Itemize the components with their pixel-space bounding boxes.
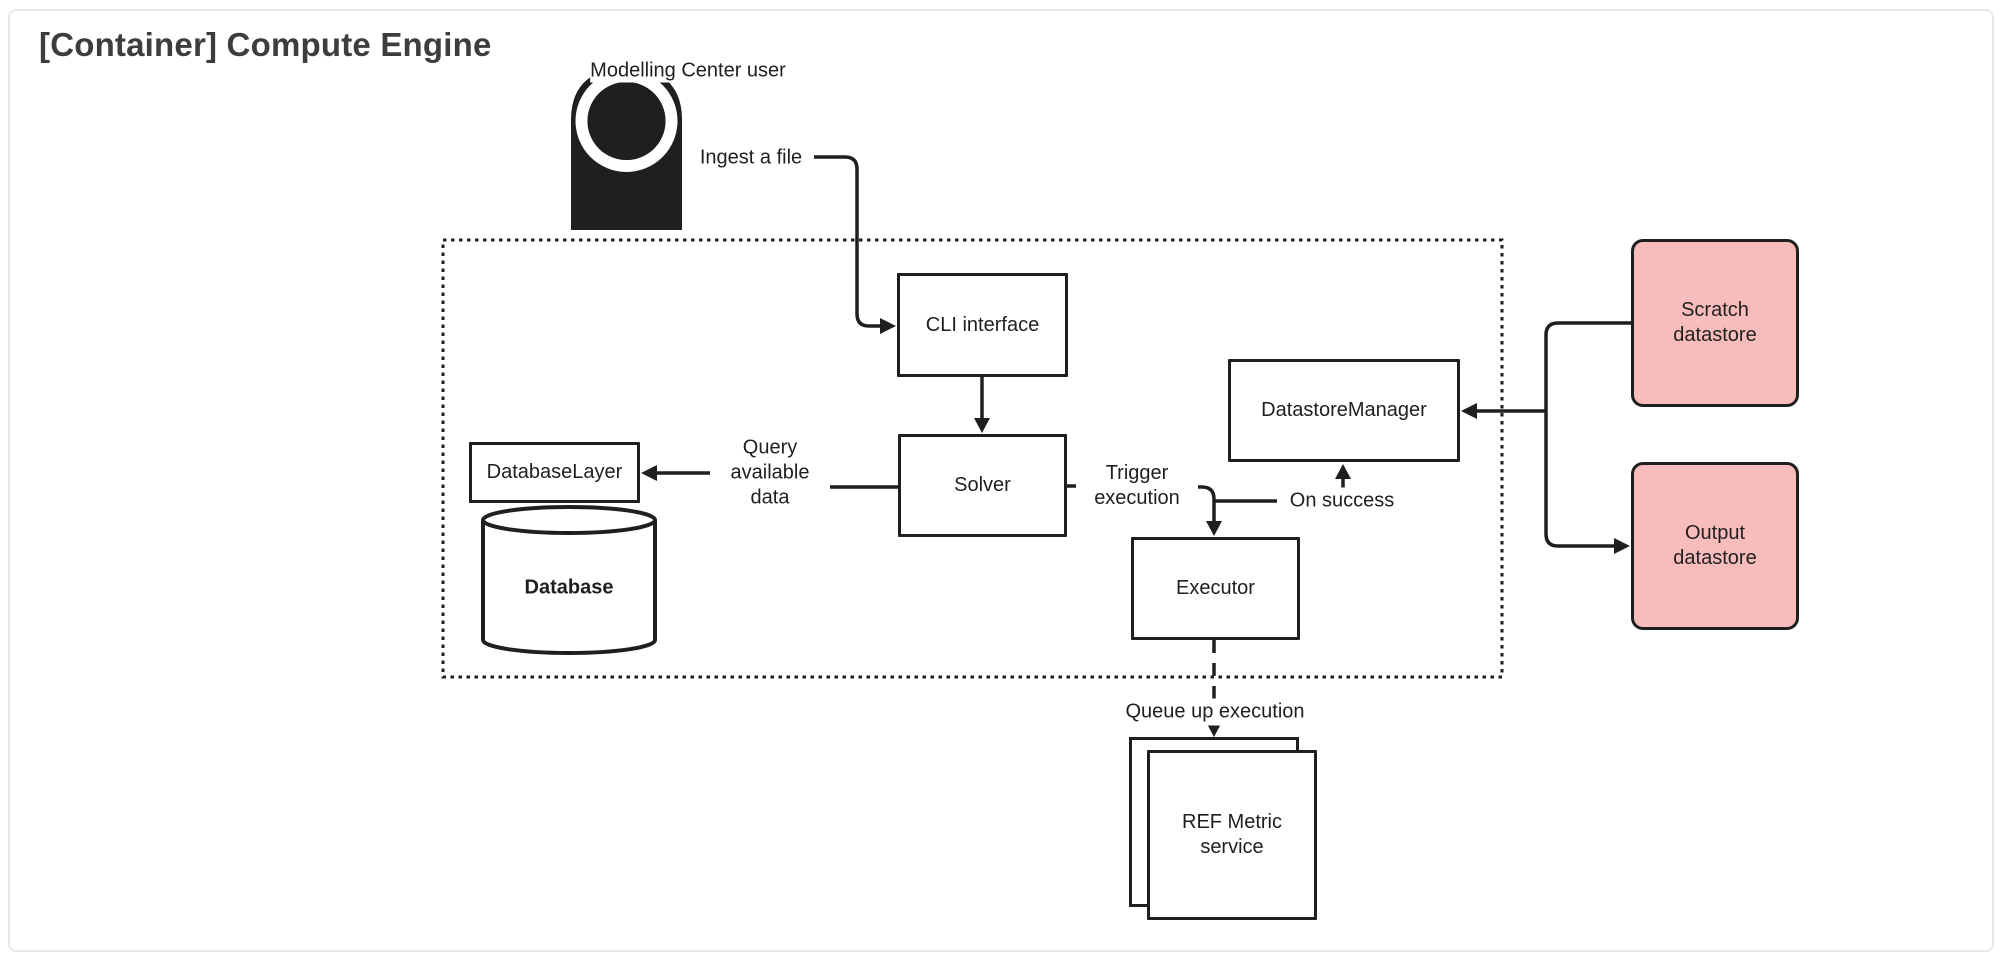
diagram-title: [Container] Compute Engine (39, 26, 492, 63)
edge-query-label: Query available data (710, 434, 830, 512)
node-database-label: Database (524, 576, 614, 599)
node-ref-metric-service: REF Metric service (1147, 750, 1317, 920)
node-output-datastore-label: Output datastore (1673, 522, 1757, 569)
arrowhead-into-solver (974, 418, 990, 433)
edge-on-success-label: On success (1284, 487, 1400, 515)
edge-ingest-file-label: Ingest a file (694, 144, 808, 172)
node-solver-label: Solver (954, 474, 1011, 496)
edge-queue-label: Queue up execution (1120, 698, 1310, 726)
node-database-layer: DatabaseLayer (469, 442, 640, 503)
arrowhead-into-ref-metric (1206, 722, 1222, 737)
node-datastore-manager-label: DatastoreManager (1261, 399, 1427, 421)
node-executor-label: Executor (1176, 577, 1255, 599)
node-solver: Solver (898, 434, 1067, 537)
arrowhead-into-datastore-manager-right (1461, 403, 1477, 419)
node-database-layer-label: DatabaseLayer (486, 461, 623, 483)
node-output-datastore: Output datastore (1631, 462, 1799, 630)
arrowhead-into-datastore-manager-bottom (1335, 464, 1351, 479)
node-executor: Executor (1131, 537, 1300, 640)
edge-datastore-trunk-line (1544, 321, 1631, 548)
actor-label: Modelling Center user (590, 59, 786, 83)
edge-trigger-line (1192, 485, 1216, 521)
node-cli-interface-label: CLI interface (925, 313, 1040, 336)
person-icon (571, 70, 682, 230)
arrowhead-into-executor (1206, 521, 1222, 536)
node-scratch-datastore: Scratch datastore (1631, 239, 1799, 407)
node-datastore-manager: DatastoreManager (1228, 359, 1460, 462)
arrowhead-into-cli (880, 318, 896, 334)
edge-ingest-file-line (814, 155, 881, 328)
edge-trigger-label: Trigger execution (1076, 460, 1198, 512)
node-ref-metric-service-label: REF Metric service (1182, 811, 1282, 858)
container-boundary (441, 238, 1504, 679)
node-cli-interface: CLI interface (897, 273, 1068, 377)
arrowhead-into-output-datastore (1614, 538, 1630, 554)
node-scratch-datastore-label: Scratch datastore (1673, 299, 1757, 346)
arrowhead-into-database-layer (641, 465, 657, 481)
database-cylinder (481, 505, 657, 655)
